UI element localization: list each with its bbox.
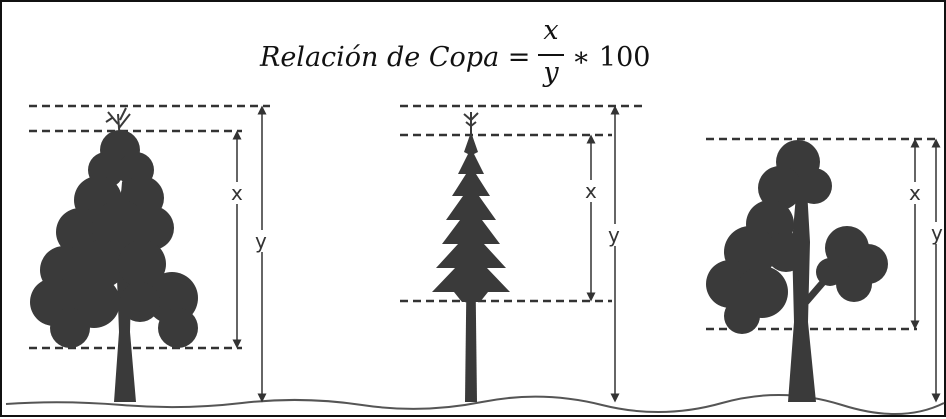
tree-1-x-label: x [231, 181, 243, 205]
formula-fraction: x y [538, 16, 564, 96]
formula-denominator: y [543, 57, 559, 88]
tree-3-crown [706, 140, 888, 334]
tree-3-x-label: x [909, 181, 921, 205]
formula-rhs: ∗ 100 [572, 42, 651, 73]
fraction-bar [538, 54, 564, 56]
tree-1-crown [30, 130, 198, 348]
tree-1-y-label: y [255, 229, 267, 253]
tree-3-broadleaf: x y [706, 137, 944, 403]
formula-lhs: Relación de Copa = [260, 42, 531, 73]
tree-2-y-label: y [608, 223, 620, 247]
tree-3-y-label: y [931, 221, 943, 245]
crown-ratio-formula: Relación de Copa = x y ∗ 100 [2, 10, 946, 100]
tree-1-broadleaf: x y [29, 104, 271, 403]
tree-2-crown [432, 132, 510, 302]
tree-2-top-twigs [463, 112, 479, 134]
formula-numerator: x [543, 15, 559, 46]
tree-3-trunk [788, 172, 816, 402]
tree-2-conifer: x y [400, 104, 642, 403]
tree-2-x-label: x [585, 179, 597, 203]
tree-1-top-twigs [105, 107, 131, 143]
